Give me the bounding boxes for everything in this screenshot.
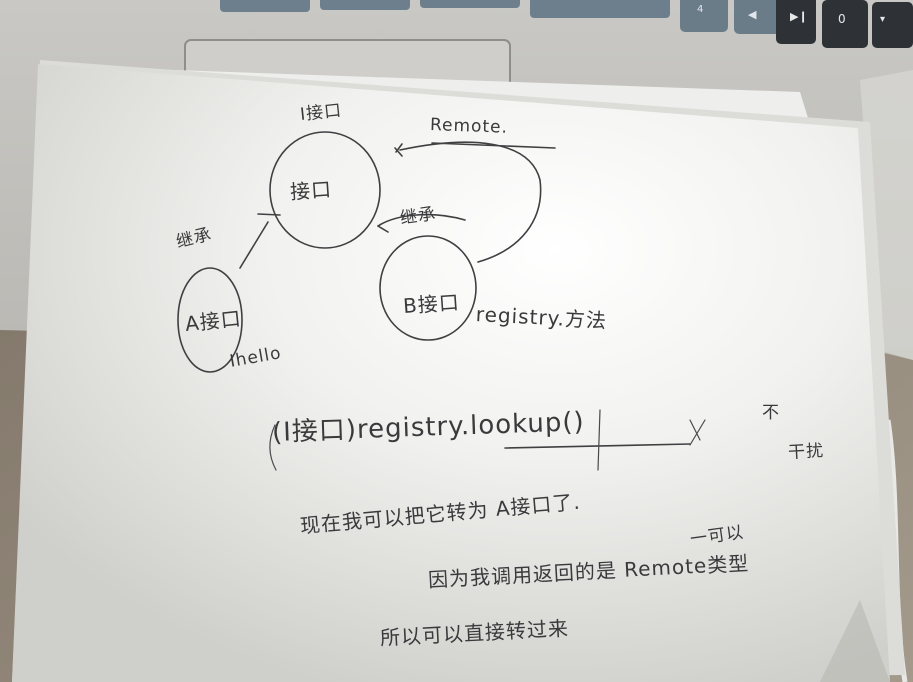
key-4-label: 4 — [697, 4, 704, 15]
keyboard-row: 4 ◀ ▶❙ 0 ▾ — [0, 0, 913, 64]
remote-curve — [399, 141, 542, 263]
a-interface-circle — [177, 267, 243, 373]
a-interface-label: A接口 — [183, 306, 243, 336]
arrow-a-to-interface — [239, 221, 269, 269]
arrow-head-a — [257, 213, 281, 216]
unable-label: 干扰 — [787, 441, 825, 463]
arrow-head-b — [377, 225, 389, 233]
b-interface-label: B接口 — [402, 290, 461, 318]
cross-mark — [689, 419, 706, 446]
interface-circle — [269, 131, 381, 249]
interface-label: 接口 — [289, 177, 333, 204]
remote-label: Remote. — [429, 115, 509, 138]
arrow-b-to-interface — [377, 213, 466, 227]
inherit-right-label: 继承 — [398, 204, 438, 229]
play-pause-icon: ▶❙ — [790, 10, 808, 23]
not-label: 不 — [762, 403, 780, 423]
remote-arrowhead — [394, 143, 403, 157]
chevron-left-icon: ◀ — [748, 8, 757, 21]
volume-icon: ▾ — [880, 14, 886, 25]
lookup-underline — [504, 443, 691, 449]
lookup-mark — [597, 409, 601, 471]
i-interface-label: I接口 — [299, 100, 344, 125]
remote-underline — [431, 142, 556, 149]
key-0-label: 0 — [838, 12, 846, 26]
lookup-paren — [269, 424, 277, 471]
b-interface-circle — [379, 235, 477, 341]
